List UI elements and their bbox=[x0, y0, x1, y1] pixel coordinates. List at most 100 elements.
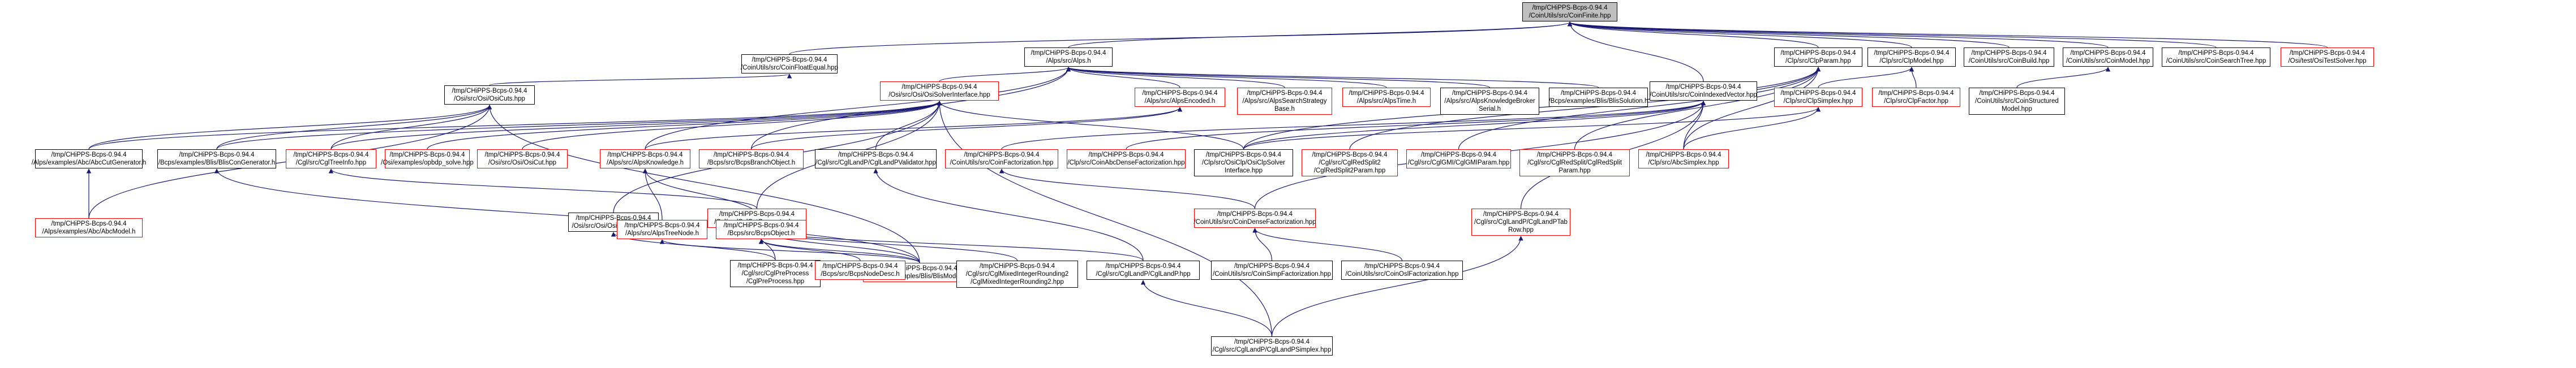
node-clp-param[interactable]: /tmp/CHiPPS-Bcps-0.94.4/Clp/src/ClpParam… bbox=[1774, 47, 1862, 67]
node-coin-indexed-vector[interactable]: /tmp/CHiPPS-Bcps-0.94.4/CoinUtils/src/Co… bbox=[1650, 81, 1757, 101]
node-line: /Alps/src/AlpsTime.h bbox=[1356, 98, 1416, 105]
node-coin-float-equal[interactable]: /tmp/CHiPPS-Bcps-0.94.4/CoinUtils/src/Co… bbox=[741, 54, 838, 73]
node-line: /Cgl/src/CglLandP/CglLandPValidator.hpp bbox=[815, 159, 936, 166]
node-cgl-pre-process[interactable]: /tmp/CHiPPS-Bcps-0.94.4/Cgl/src/CglPrePr… bbox=[730, 260, 821, 287]
node-bcps-branch-object[interactable]: /tmp/CHiPPS-Bcps-0.94.4/Bcps/src/BcpsBra… bbox=[699, 149, 804, 168]
edge bbox=[1140, 280, 1273, 337]
edge bbox=[642, 168, 663, 220]
node-line: /tmp/CHiPPS-Bcps-0.94.4 bbox=[752, 57, 827, 63]
node-cgl-red-split-param[interactable]: /tmp/CHiPPS-Bcps-0.94.4/Cgl/src/CglRedSp… bbox=[1519, 149, 1630, 176]
edge bbox=[216, 101, 942, 150]
edge bbox=[330, 101, 942, 150]
node-line: /tmp/CHiPPS-Bcps-0.94.4 bbox=[1312, 151, 1388, 158]
node-coin-abc-dense-factorization[interactable]: /tmp/CHiPPS-Bcps-0.94.4/Clp/src/CoinAbcD… bbox=[1067, 149, 1186, 168]
edge bbox=[1271, 236, 1523, 337]
node-coin-structured-model[interactable]: /tmp/CHiPPS-Bcps-0.94.4/CoinUtils/src/Co… bbox=[1969, 88, 2065, 115]
node-line: /Osi/src/Osi/OsiCuts.hpp bbox=[454, 96, 525, 102]
edge bbox=[645, 107, 1183, 150]
node-line: /Alps/examples/Abc/AbcModel.h bbox=[42, 228, 136, 235]
node-line: /tmp/CHiPPS-Bcps-0.94.4 bbox=[1979, 90, 2055, 97]
node-alps-search-strategy-base[interactable]: /tmp/CHiPPS-Bcps-0.94.4/Alps/src/AlpsSea… bbox=[1237, 88, 1332, 115]
node-line: /Cgl/src/CglLandP/CglLandPSimplex.hpp bbox=[1212, 347, 1332, 353]
node-line: /CoinUtils/src/CoinFloatEqual.hpp bbox=[741, 64, 838, 71]
node-coin-factorization[interactable]: /tmp/CHiPPS-Bcps-0.94.4/CoinUtils/src/Co… bbox=[945, 149, 1058, 168]
node-line: /tmp/CHiPPS-Bcps-0.94.4 bbox=[1234, 339, 1310, 345]
node-alps-h[interactable]: /tmp/CHiPPS-Bcps-0.94.4/Alps/src/Alps.h bbox=[1024, 47, 1113, 67]
node-clp-simplex[interactable]: /tmp/CHiPPS-Bcps-0.94.4/Clp/src/ClpSimpl… bbox=[1774, 88, 1862, 107]
node-cgl-red-split2-param[interactable]: /tmp/CHiPPS-Bcps-0.94.4/Cgl/src/CglRedSp… bbox=[1302, 149, 1398, 176]
node-cgl-gmi-param[interactable]: /tmp/CHiPPS-Bcps-0.94.4/Cgl/src/CglGMI/C… bbox=[1406, 149, 1511, 168]
node-line: /tmp/CHiPPS-Bcps-0.94.4 bbox=[1878, 90, 1954, 97]
node-abc-simplex[interactable]: /tmp/CHiPPS-Bcps-0.94.4/Clp/src/AbcSimpl… bbox=[1638, 149, 1729, 168]
node-osi-solver-interface[interactable]: /tmp/CHiPPS-Bcps-0.94.4/Osi/src/Osi/OsiS… bbox=[880, 81, 999, 101]
node-line: /Bcps/examples/Blis/BlisConGenerator.h bbox=[158, 159, 276, 166]
node-clp-factor[interactable]: /tmp/CHiPPS-Bcps-0.94.4/Clp/src/ClpFacto… bbox=[1872, 88, 1960, 107]
node-line: /tmp/CHiPPS-Bcps-0.94.4 bbox=[293, 151, 369, 158]
edge bbox=[1349, 67, 1821, 150]
node-coin-search-tree[interactable]: /tmp/CHiPPS-Bcps-0.94.4/CoinUtils/src/Co… bbox=[2162, 47, 2270, 67]
node-line: /tmp/CHiPPS-Bcps-0.94.4 bbox=[1537, 151, 1612, 158]
node-coin-dense-factorization[interactable]: /tmp/CHiPPS-Bcps-0.94.4/CoinUtils/src/Co… bbox=[1193, 209, 1316, 228]
node-line: /Osi/examples/opbdp_solve.hpp bbox=[381, 159, 474, 166]
edge bbox=[1818, 67, 1914, 88]
node-coin-model[interactable]: /tmp/CHiPPS-Bcps-0.94.4/CoinUtils/src/Co… bbox=[2063, 47, 2153, 67]
node-clp-model[interactable]: /tmp/CHiPPS-Bcps-0.94.4/Clp/src/ClpModel… bbox=[1867, 47, 1956, 67]
edge bbox=[754, 228, 1144, 261]
edge bbox=[937, 101, 1273, 337]
node-osi-test-solver[interactable]: /tmp/CHiPPS-Bcps-0.94.4/Osi/test/OsiTest… bbox=[2281, 47, 2374, 67]
node-osi-cut[interactable]: /tmp/CHiPPS-Bcps-0.94.4/Osi/src/Osi/OsiC… bbox=[477, 149, 568, 168]
edge bbox=[489, 73, 792, 86]
edge bbox=[330, 105, 492, 150]
node-line: /tmp/CHiPPS-Bcps-0.94.4 bbox=[51, 220, 127, 227]
node-bcps-node-desc[interactable]: /tmp/CHiPPS-Bcps-0.94.4/Bcps/src/BcpsNod… bbox=[815, 261, 905, 280]
node-line: /Clp/src/ClpModel.hpp bbox=[1879, 58, 1944, 64]
node-coin-build[interactable]: /tmp/CHiPPS-Bcps-0.94.4/CoinUtils/src/Co… bbox=[1964, 47, 2054, 67]
node-line: /Cgl/src/CglPreProcess bbox=[741, 270, 809, 277]
node-alps-encoded[interactable]: /tmp/CHiPPS-Bcps-0.94.4/Alps/src/AlpsEnc… bbox=[1135, 88, 1225, 107]
node-alps-knowledge-broker-serial[interactable]: /tmp/CHiPPS-Bcps-0.94.4/Alps/src/AlpsKno… bbox=[1440, 88, 1539, 115]
edge bbox=[1066, 67, 1387, 88]
edge bbox=[1568, 21, 2109, 48]
edge bbox=[1567, 21, 1819, 48]
edge bbox=[1568, 21, 1912, 48]
node-line: /Alps/src/AlpsEncoded.h bbox=[1144, 98, 1216, 105]
node-cgl-landp-tab-row[interactable]: /tmp/CHiPPS-Bcps-0.94.4/Cgl/src/CglLandP… bbox=[1471, 209, 1570, 236]
node-cgl-mixed-integer-rounding2[interactable]: /tmp/CHiPPS-Bcps-0.94.4/Cgl/src/CglMixed… bbox=[956, 261, 1078, 288]
node-blis-con-generator[interactable]: /tmp/CHiPPS-Bcps-0.94.4/Bcps/examples/Bl… bbox=[157, 149, 276, 168]
node-osi-cuts[interactable]: /tmp/CHiPPS-Bcps-0.94.4/Osi/src/Osi/OsiC… bbox=[444, 85, 535, 105]
node-cgl-tree-info[interactable]: /tmp/CHiPPS-Bcps-0.94.4/Cgl/src/CglTreeI… bbox=[286, 149, 376, 168]
node-line: /tmp/CHiPPS-Bcps-0.94.4 bbox=[607, 151, 683, 158]
edge bbox=[1068, 21, 1572, 48]
node-line: /tmp/CHiPPS-Bcps-0.94.4 bbox=[624, 222, 700, 229]
node-line: /CoinUtils/src/CoinStructured bbox=[1975, 98, 2059, 105]
node-alps-time[interactable]: /tmp/CHiPPS-Bcps-0.94.4/Alps/src/AlpsTim… bbox=[1342, 88, 1431, 107]
node-line: /tmp/CHiPPS-Bcps-0.94.4 bbox=[2290, 50, 2365, 57]
node-bcps-object[interactable]: /tmp/CHiPPS-Bcps-0.94.4/Bcps/src/BcpsObj… bbox=[716, 220, 806, 239]
node-line: /tmp/CHiPPS-Bcps-0.94.4 bbox=[1646, 151, 1721, 158]
node-line: /tmp/CHiPPS-Bcps-0.94.4 bbox=[1421, 151, 1496, 158]
node-line: /tmp/CHiPPS-Bcps-0.94.4 bbox=[1088, 151, 1164, 158]
edge bbox=[1066, 67, 1285, 88]
node-osi-dylp-solve[interactable]: /tmp/CHiPPS-Bcps-0.94.4/Osi/examples/opb… bbox=[381, 149, 474, 168]
node-cgl-landp[interactable]: /tmp/CHiPPS-Bcps-0.94.4/Cgl/src/CglLandP… bbox=[1087, 261, 1200, 280]
node-abc-model[interactable]: /tmp/CHiPPS-Bcps-0.94.4/Alps/examples/Ab… bbox=[35, 218, 143, 237]
node-line: /CoinUtils/src/CoinFinite.hpp bbox=[1529, 12, 1611, 19]
node-blis-solution[interactable]: /tmp/CHiPPS-Bcps-0.94.4/Bcps/examples/Bl… bbox=[1549, 88, 1648, 107]
node-coin-ols-factorization[interactable]: /tmp/CHiPPS-Bcps-0.94.4/CoinUtils/src/Co… bbox=[1341, 261, 1463, 280]
node-line: /Cgl/src/CglLandP/CglLandPTab bbox=[1474, 219, 1568, 226]
node-abc-cut-generator[interactable]: /tmp/CHiPPS-Bcps-0.94.4/Alps/examples/Ab… bbox=[32, 149, 146, 168]
node-line: /tmp/CHiPPS-Bcps-0.94.4 bbox=[838, 151, 913, 158]
node-alps-knowledge[interactable]: /tmp/CHiPPS-Bcps-0.94.4/Alps/src/AlpsKno… bbox=[600, 149, 690, 168]
node-alps-tree-node[interactable]: /tmp/CHiPPS-Bcps-0.94.4/Alps/src/AlpsTre… bbox=[617, 220, 707, 239]
node-line: Base.h bbox=[1274, 106, 1295, 112]
node-osi-clp-solver-interface[interactable]: /tmp/CHiPPS-Bcps-0.94.4/Clp/src/OsiClp/O… bbox=[1194, 149, 1293, 176]
edge bbox=[1066, 67, 1599, 88]
node-cgl-landp-validator[interactable]: /tmp/CHiPPS-Bcps-0.94.4/Cgl/src/CglLandP… bbox=[815, 149, 937, 168]
node-line: /Clp/src/OsiClp/OsiClpSolver bbox=[1202, 159, 1285, 166]
node-line: /Bcps/src/BcpsBranchObject.h bbox=[707, 159, 796, 166]
node-line: /Bcps/src/BcpsNodeDesc.h bbox=[821, 271, 900, 278]
node-line: /Alps/src/AlpsTreeNode.h bbox=[625, 230, 699, 237]
node-line: Model.hpp bbox=[2002, 106, 2032, 112]
node-coin-simp-factorization[interactable]: /tmp/CHiPPS-Bcps-0.94.4/CoinUtils/src/Co… bbox=[1211, 261, 1333, 280]
node-cgl-landp-simplex[interactable]: /tmp/CHiPPS-Bcps-0.94.4/Cgl/src/CglLandP… bbox=[1211, 336, 1333, 356]
